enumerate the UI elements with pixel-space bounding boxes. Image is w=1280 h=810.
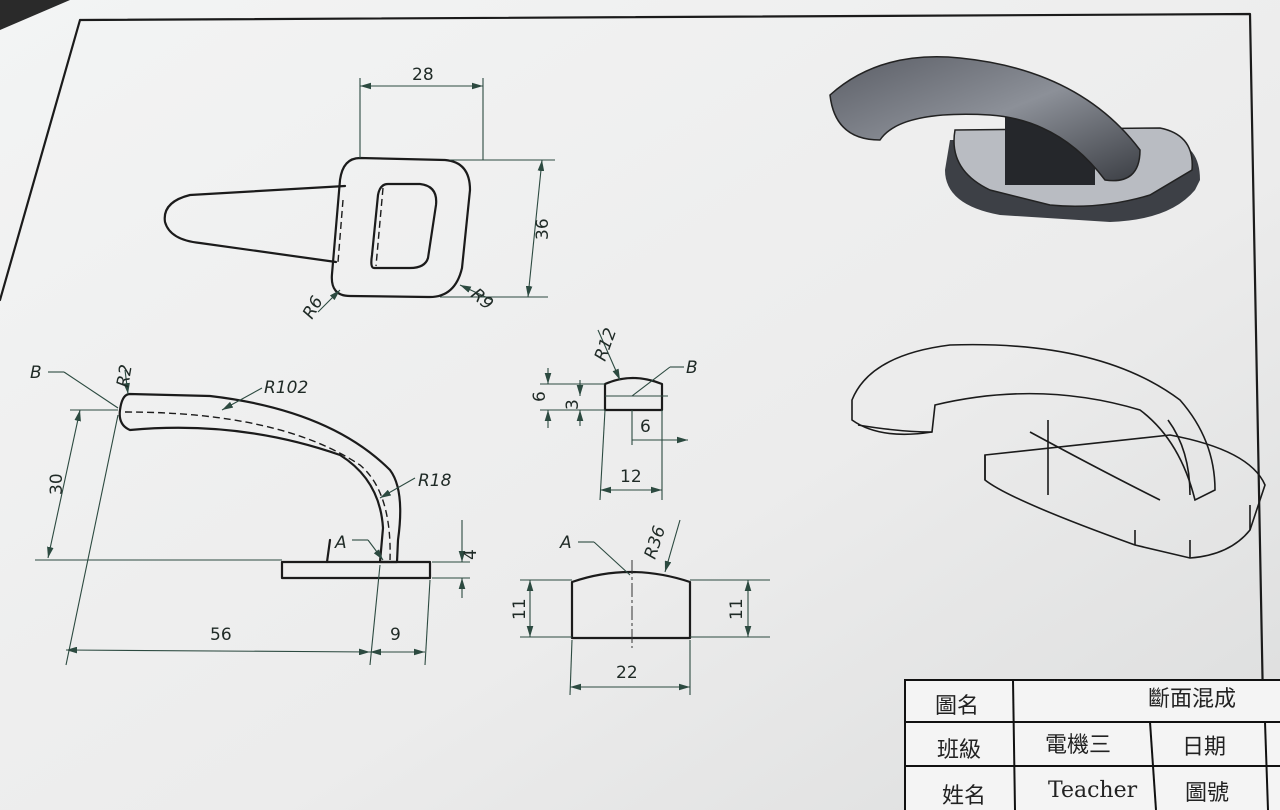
- dim-4: 4: [461, 549, 481, 560]
- dim-r102: R102: [264, 378, 308, 398]
- name-value: Teacher: [1048, 778, 1138, 803]
- drawing-name-label: 圖名: [935, 694, 979, 719]
- section-a: 11 11 22 A R36: [510, 519, 770, 696]
- class-label: 班級: [937, 738, 981, 763]
- drawing-no-label: 圖號: [1185, 781, 1229, 806]
- dim-6-height: 6: [530, 391, 550, 402]
- dim-56: 56: [210, 625, 232, 645]
- dim-9: 9: [390, 625, 401, 645]
- sheet-border: [0, 12, 1267, 810]
- date-label: 日期: [1182, 735, 1226, 760]
- title-block: 圖名 斷面混成 班級 電機三 日期 姓名 Teacher 圖號: [904, 679, 1280, 810]
- dim-11-left: 11: [510, 598, 530, 620]
- dim-22: 22: [616, 663, 638, 683]
- dim-3: 3: [563, 399, 583, 410]
- front-view: 30 56 9 4 B R2 R102 R18 A: [30, 363, 481, 666]
- drawing-name: 斷面混成: [1148, 687, 1236, 712]
- dim-6-width: 6: [640, 417, 651, 437]
- dim-28: 28: [412, 65, 434, 85]
- label-b: B: [30, 363, 42, 383]
- dim-36: 36: [533, 218, 553, 240]
- dim-r2: R2: [113, 363, 137, 389]
- name-label: 姓名: [942, 784, 986, 809]
- shaded-isometric-view: [829, 56, 1200, 222]
- label-a-section: A: [559, 533, 572, 553]
- line-isometric-view: [851, 343, 1266, 559]
- table-edge: [0, 0, 70, 30]
- dim-11-right: 11: [727, 598, 747, 620]
- label-a: A: [334, 533, 347, 553]
- dim-12: 12: [620, 467, 642, 487]
- dim-30: 30: [47, 473, 67, 495]
- label-b-section: B: [686, 358, 698, 378]
- class-value: 電機三: [1045, 733, 1111, 758]
- dim-r18: R18: [418, 471, 452, 491]
